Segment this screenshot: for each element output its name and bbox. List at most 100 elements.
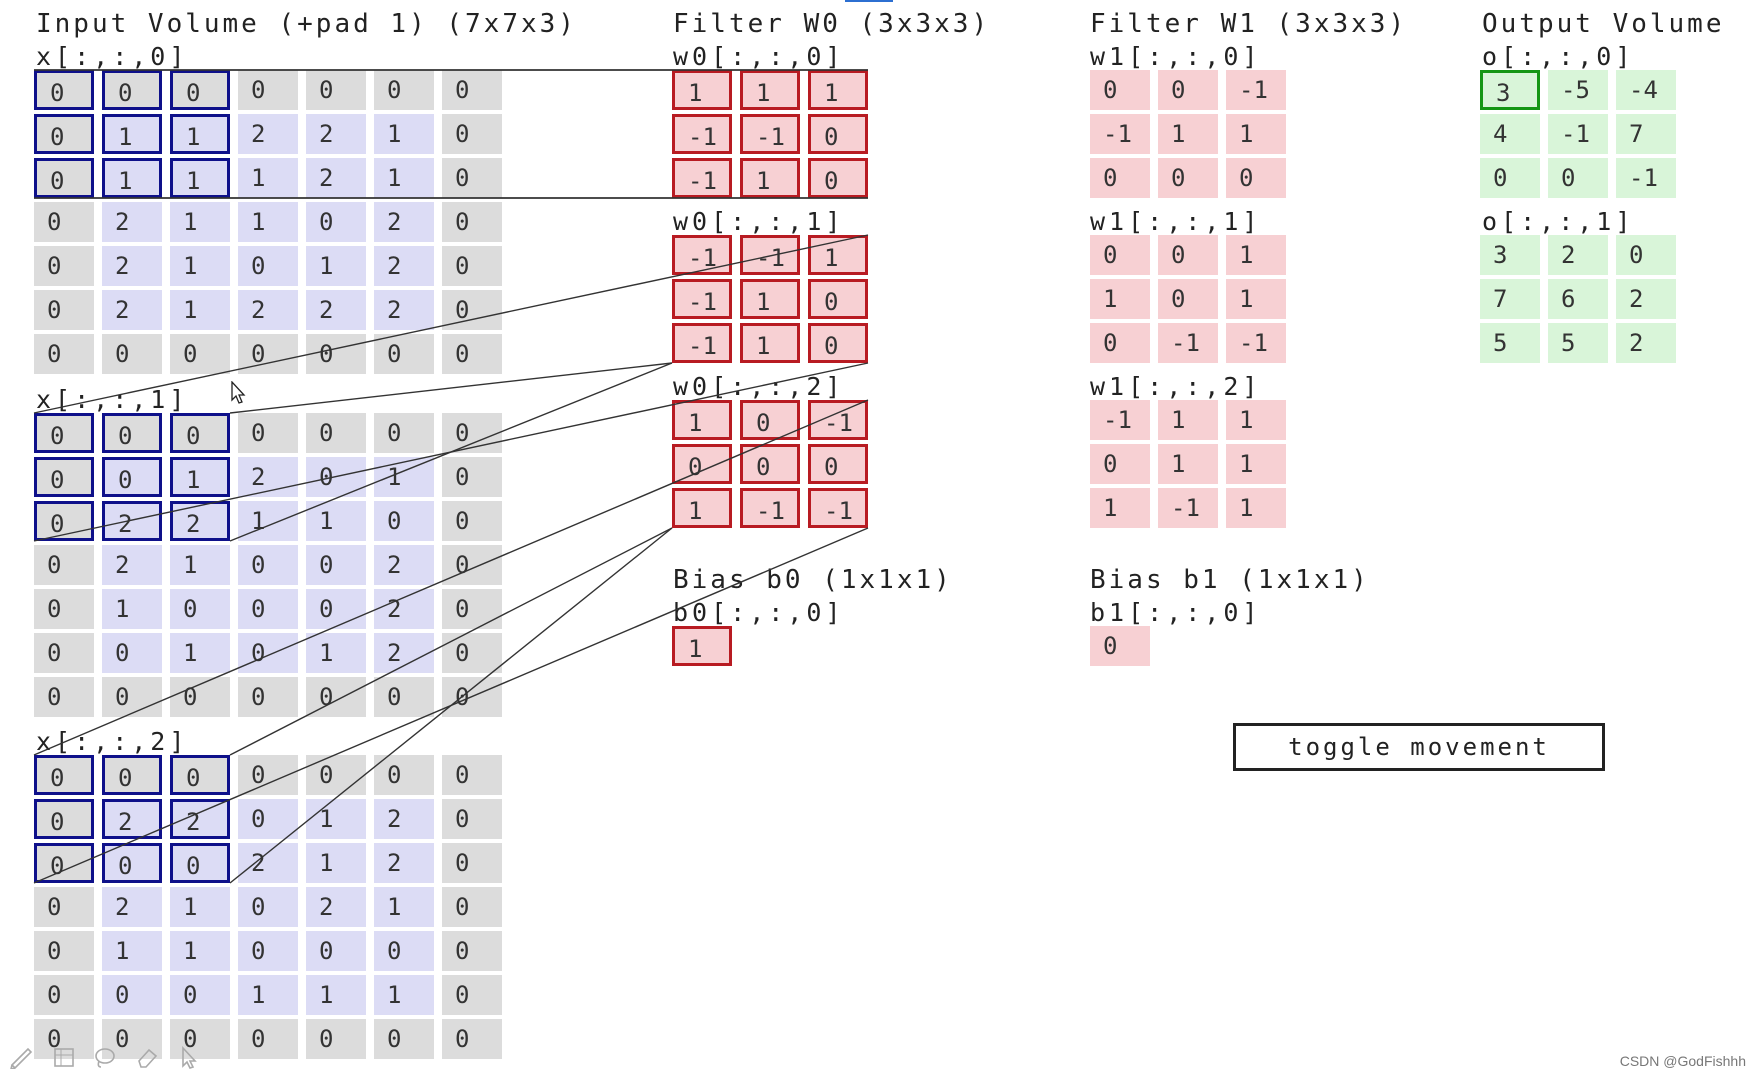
input-cell: 0 [34,799,94,839]
input-cell: 0 [34,413,94,453]
input-cell: 2 [306,887,366,927]
input-cell: 2 [374,799,434,839]
output-volume-header: Output Volume [1482,9,1725,39]
input-cell: 0 [34,545,94,585]
bias-b1-header: Bias b1 (1x1x1) [1090,565,1370,595]
output-cell: 2 [1616,323,1676,363]
input-cell: 0 [374,334,434,374]
input-cell: 2 [170,501,230,541]
input-cell: 0 [238,246,298,286]
w1-cell: 0 [1090,444,1150,484]
w0-cell: 0 [740,444,800,484]
input-slice-1-label: x[:,:,1] [36,385,189,414]
w0-cell: -1 [740,235,800,275]
toggle-movement-button[interactable]: toggle movement [1233,723,1605,771]
w0-cell: 1 [808,235,868,275]
input-cell: 0 [442,589,502,629]
input-cell: 1 [306,843,366,883]
input-cell: 2 [102,545,162,585]
input-cell: 1 [374,975,434,1015]
input-cell: 1 [170,158,230,198]
input-cell: 1 [102,931,162,971]
eraser-icon[interactable] [133,1045,163,1069]
lasso-icon[interactable] [91,1045,121,1069]
input-cell: 1 [170,246,230,286]
output-cell: 7 [1616,114,1676,154]
input-cell: 0 [374,413,434,453]
pen-icon[interactable] [8,1045,38,1071]
w1-cell: 0 [1090,235,1150,275]
w0-cell: -1 [740,114,800,154]
input-cell: 0 [34,843,94,883]
input-cell: 0 [102,677,162,717]
sheet-icon[interactable] [50,1045,80,1069]
input-cell: 0 [306,545,366,585]
input-cell: 0 [170,755,230,795]
input-cell: 0 [170,589,230,629]
input-cell: 0 [34,975,94,1015]
input-cell: 0 [34,1019,94,1059]
input-cell: 0 [306,202,366,242]
w0-cell: 1 [740,323,800,363]
input-cell: 0 [34,931,94,971]
output-slice-1-label: o[:,:,1] [1482,207,1635,236]
input-cell: 2 [374,589,434,629]
input-cell: 0 [238,633,298,673]
input-cell: 0 [238,799,298,839]
input-cell: 0 [442,843,502,883]
input-cell: 0 [238,931,298,971]
input-cell: 1 [238,202,298,242]
input-slice-0-label: x[:,:,0] [36,42,189,71]
w1-cell: 0 [1090,323,1150,363]
input-cell: 0 [170,1019,230,1059]
input-cell: 1 [170,633,230,673]
input-cell: 0 [102,975,162,1015]
input-cell: 0 [34,633,94,673]
output-cell: 3 [1480,235,1540,275]
output-cell: 0 [1548,158,1608,198]
input-cell: 2 [102,887,162,927]
input-cell: 1 [102,158,162,198]
pointer-icon[interactable] [175,1045,205,1069]
input-cell: 0 [238,755,298,795]
w1-cell: 1 [1226,114,1286,154]
w0-cell: 1 [672,70,732,110]
input-cell: 0 [306,413,366,453]
input-cell: 2 [374,843,434,883]
input-cell: 2 [306,290,366,330]
input-cell: 1 [170,457,230,497]
w0-cell: 0 [808,279,868,319]
input-cell: 1 [306,799,366,839]
w1-slice-2-label: w1[:,:,2] [1090,372,1262,401]
input-cell: 0 [34,158,94,198]
w0-cell: 1 [672,488,732,528]
input-cell: 0 [34,589,94,629]
input-cell: 2 [374,202,434,242]
w0-cell: -1 [672,235,732,275]
input-cell: 0 [306,931,366,971]
w1-cell: 1 [1226,444,1286,484]
input-cell: 0 [102,457,162,497]
input-cell: 2 [238,114,298,154]
input-cell: 2 [238,843,298,883]
input-cell: 2 [374,633,434,673]
mouse-cursor-icon [231,381,246,404]
input-cell: 0 [442,290,502,330]
input-cell: 0 [34,290,94,330]
w1-cell: -1 [1090,400,1150,440]
output-cell: -4 [1616,70,1676,110]
input-cell: 0 [374,677,434,717]
input-cell: 0 [442,755,502,795]
input-cell: 1 [170,202,230,242]
input-cell: 2 [238,457,298,497]
w1-cell: 0 [1158,70,1218,110]
input-cell: 0 [238,70,298,110]
w1-cell: -1 [1226,70,1286,110]
input-cell: 2 [374,545,434,585]
top-indicator [845,0,893,2]
input-cell: 0 [442,457,502,497]
input-cell: 0 [374,755,434,795]
w0-cell: 1 [672,400,732,440]
w1-slice-1-label: w1[:,:,1] [1090,207,1262,236]
input-cell: 1 [306,633,366,673]
